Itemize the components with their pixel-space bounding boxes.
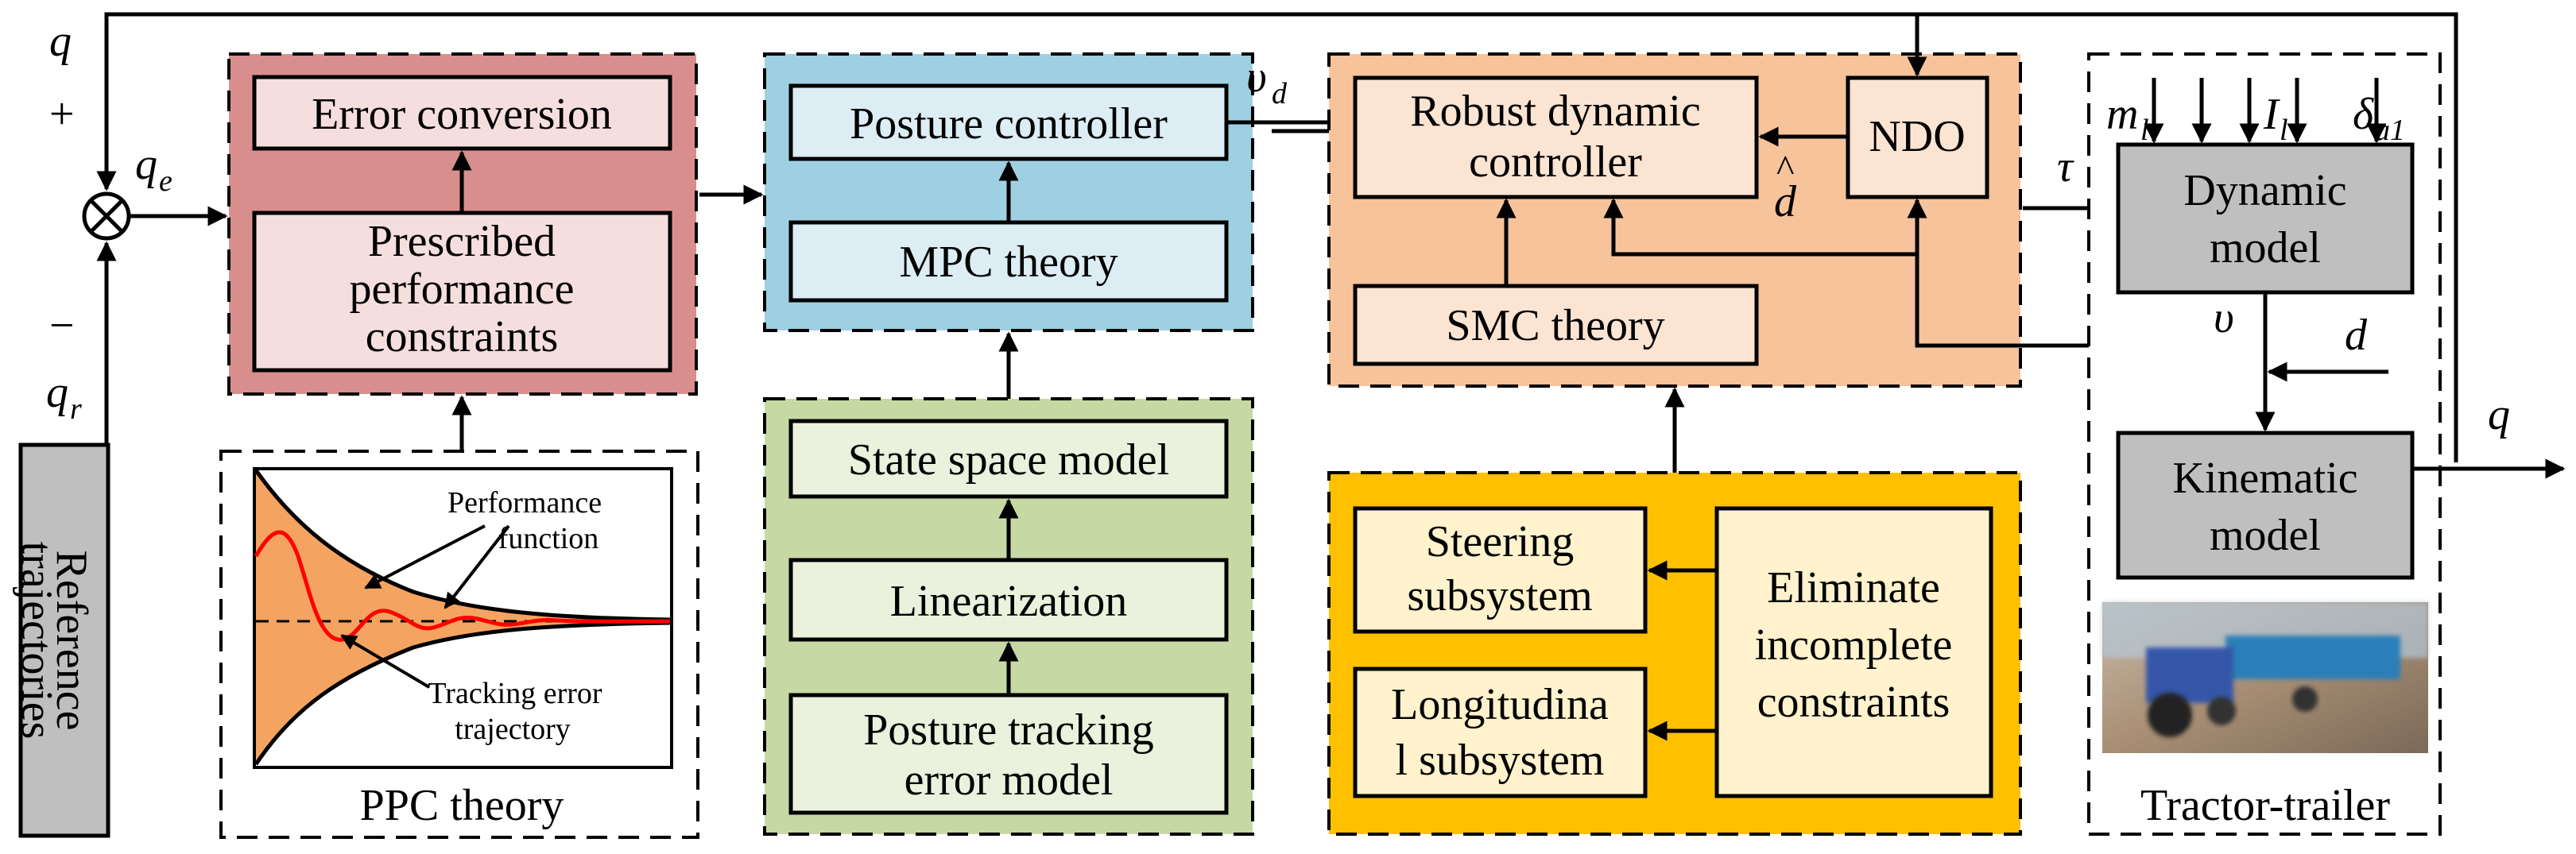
qe-subscript: e xyxy=(159,164,172,198)
prescribed-line-1: Prescribed xyxy=(368,217,556,266)
Il-subscript: l xyxy=(2280,114,2288,147)
vd-subscript: d xyxy=(1272,77,1288,110)
q-output-label: q xyxy=(2488,390,2510,439)
linearization-label: Linearization xyxy=(890,577,1128,626)
lower-performance-function xyxy=(254,620,671,766)
v-label: υ xyxy=(2214,293,2234,342)
eliminate-line-1: Eliminate xyxy=(1767,563,1940,612)
posture-error-line-2: error model xyxy=(905,755,1114,805)
reference-trajectories-box xyxy=(18,442,110,838)
ml-subscript: l xyxy=(2140,114,2149,147)
minus-sign: − xyxy=(49,301,75,350)
upper-performance-function xyxy=(254,469,671,622)
posture-controller-label: Posture controller xyxy=(850,99,1168,149)
tau-label: τ xyxy=(2057,142,2074,191)
error-conversion-box xyxy=(252,75,672,151)
perf-fn-pointer-2 xyxy=(444,524,510,609)
posture-error-model-box xyxy=(788,693,1229,815)
ndo-to-robust-feedback xyxy=(1603,198,1917,257)
d-label: d xyxy=(2345,311,2368,360)
robust-line-2: controller xyxy=(1469,137,1642,187)
performance-function-line-1: Performance xyxy=(447,486,602,520)
tracking-error-line-1: Tracking error xyxy=(428,677,602,710)
qr-subscript: r xyxy=(70,392,82,426)
reference-line-1: Reference xyxy=(47,551,96,731)
tractor-trailer-photo xyxy=(2102,602,2428,753)
summing-x-2 xyxy=(89,199,124,234)
eliminate-line-3: constraints xyxy=(1757,678,1950,727)
mpc-theory-box xyxy=(788,220,1229,303)
smc-theory-label: SMC theory xyxy=(1446,301,1664,350)
delta-subscript: a1 xyxy=(2375,114,2405,147)
prescribed-line-3: constraints xyxy=(366,312,559,361)
dynamic-line-1: Dynamic xyxy=(2183,166,2346,215)
performance-function-line-2: function xyxy=(498,522,599,555)
prescribed-line-2: performance xyxy=(350,265,575,314)
steering-line-1: Steering xyxy=(1426,517,1575,566)
prescribed-performance-box xyxy=(252,211,672,373)
delta-label: δ xyxy=(2353,90,2374,139)
kinematic-line-2: model xyxy=(2210,511,2321,560)
state-space-box xyxy=(788,419,1229,499)
steering-line-2: subsystem xyxy=(1407,571,1592,620)
eliminate-line-2: incomplete xyxy=(1755,620,1953,670)
kinematic-model-box xyxy=(2116,431,2415,580)
robust-controller-box xyxy=(1353,75,1759,199)
dynamic-line-2: model xyxy=(2210,223,2321,272)
mpc-theory-label: MPC theory xyxy=(899,238,1118,287)
qr-label: q xyxy=(46,368,68,417)
tracking-error-line-2: trajectory xyxy=(455,713,571,746)
reference-line-2: trajectories xyxy=(12,542,61,740)
longitudinal-line-2: l subsystem xyxy=(1396,736,1605,785)
Il-label: I xyxy=(2263,90,2280,139)
ndo-label: NDO xyxy=(1869,112,1965,161)
eliminate-constraints-box xyxy=(1714,506,1993,798)
smc-theory-box xyxy=(1353,284,1759,366)
dhat-mark: ^ xyxy=(1776,148,1795,190)
qe-label: q xyxy=(135,140,157,189)
dhat-label: d xyxy=(1774,177,1797,226)
q-feedback-label: q xyxy=(49,17,72,66)
perf-fn-pointer-1 xyxy=(364,524,486,589)
posture-controller-box xyxy=(788,83,1229,161)
longitudinal-subsystem-box xyxy=(1353,667,1648,798)
longitudinal-line-1: Longitudina xyxy=(1391,680,1609,729)
kinematic-line-1: Kinematic xyxy=(2172,454,2357,503)
vd-label: υ xyxy=(1246,52,1267,102)
error-conversion-label: Error conversion xyxy=(312,90,612,139)
posture-error-line-1: Posture tracking xyxy=(863,705,1153,755)
tracking-error-pointer xyxy=(340,634,431,689)
feedback-q-line xyxy=(96,12,2458,462)
tractor-trailer-label: Tractor-trailer xyxy=(2140,781,2390,830)
robust-line-1: Robust dynamic xyxy=(1410,87,1701,136)
plus-sign: + xyxy=(49,90,75,139)
ml-label: m xyxy=(2106,90,2138,139)
ppc-theory-label: PPC theory xyxy=(360,781,564,830)
tracking-error-curve xyxy=(254,530,671,642)
steering-subsystem-box xyxy=(1353,506,1648,634)
state-space-label: State space model xyxy=(848,435,1169,485)
dynamic-model-box xyxy=(2116,142,2415,295)
